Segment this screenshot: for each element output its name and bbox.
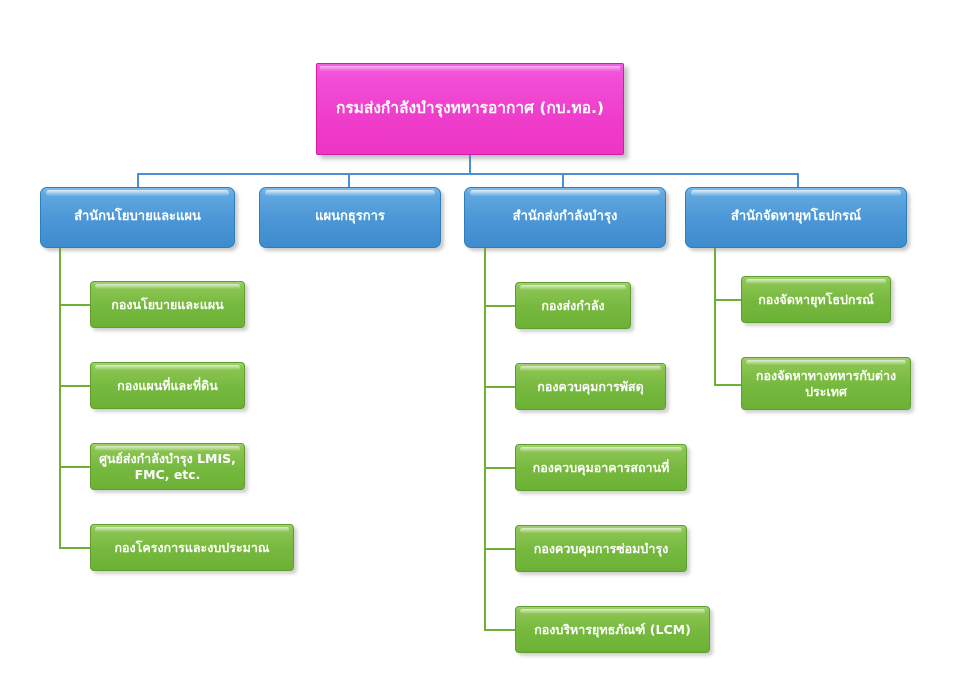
leaf-node-b1-c4[interactable]: กองโครงการและงบประมาณ [90, 524, 294, 571]
leaf-node-b3-c1-label: กองส่งกำลัง [541, 297, 605, 313]
leaf-node-b1-c1-label: กองนโยบายและแผน [111, 296, 224, 312]
connector-spine-branch-3 [484, 248, 486, 631]
leaf-node-b1-c2[interactable]: กองแผนที่และที่ดิน [90, 362, 245, 409]
leaf-node-b3-c3-label: กองควบคุมอาคารสถานที่ [532, 459, 670, 475]
branch-node-4-label: สำนักจัดหายุทโธปกรณ์ [730, 209, 862, 225]
root-node-label: กรมส่งกำลังบำรุงทหารอากาศ (กบ.ทอ.) [335, 99, 605, 118]
connector-stub-b3-c3 [484, 467, 515, 469]
leaf-node-b4-c1[interactable]: กองจัดหายุทโธปกรณ์ [741, 276, 891, 323]
connector-stub-b3-c5 [484, 629, 515, 631]
leaf-node-b4-c1-label: กองจัดหายุทโธปกรณ์ [758, 291, 874, 307]
leaf-node-b3-c4-label: กองควบคุมการซ่อมบำรุง [533, 540, 669, 556]
connector-stub-b4-c2 [714, 384, 741, 386]
leaf-node-b4-c2-label: กองจัดหาทางทหารกับต่างประเทศ [755, 367, 897, 399]
connector-stub-b4-c1 [714, 299, 741, 301]
branch-node-1[interactable]: สำนักนโยบายและแผน [40, 187, 235, 248]
leaf-node-b3-c3[interactable]: กองควบคุมอาคารสถานที่ [515, 444, 687, 491]
leaf-node-b3-c5[interactable]: กองบริหารยุทธภัณฑ์ (LCM) [515, 606, 710, 653]
connector-root-bus [137, 173, 799, 175]
leaf-node-b1-c1[interactable]: กองนโยบายและแผน [90, 281, 245, 328]
branch-node-2[interactable]: แผนกธุรการ [259, 187, 441, 248]
connector-stub-b3-c1 [484, 305, 515, 307]
connector-drop-branch-4 [797, 173, 799, 187]
connector-stub-b1-c3 [59, 466, 90, 468]
connector-drop-branch-3 [562, 173, 564, 187]
connector-spine-branch-4 [714, 248, 716, 385]
leaf-node-b3-c5-label: กองบริหารยุทธภัณฑ์ (LCM) [534, 621, 691, 637]
connector-spine-branch-1 [59, 248, 61, 549]
connector-stub-b3-c4 [484, 548, 515, 550]
connector-stub-b1-c1 [59, 304, 90, 306]
branch-node-3-label: สำนักส่งกำลังบำรุง [512, 209, 618, 225]
leaf-node-b3-c1[interactable]: กองส่งกำลัง [515, 282, 631, 329]
branch-node-4[interactable]: สำนักจัดหายุทโธปกรณ์ [685, 187, 907, 248]
branch-node-1-label: สำนักนโยบายและแผน [74, 209, 201, 225]
leaf-node-b1-c3-label: ศูนย์ส่งกำลังบำรุง LMIS, FMC, etc. [99, 450, 236, 482]
connector-drop-branch-2 [348, 173, 350, 187]
leaf-node-b3-c2[interactable]: กองควบคุมการพัสดุ [515, 363, 666, 410]
leaf-node-b1-c3[interactable]: ศูนย์ส่งกำลังบำรุง LMIS, FMC, etc. [90, 443, 245, 490]
root-node[interactable]: กรมส่งกำลังบำรุงทหารอากาศ (กบ.ทอ.) [316, 63, 624, 155]
leaf-node-b1-c4-label: กองโครงการและงบประมาณ [114, 539, 270, 555]
branch-node-2-label: แผนกธุรการ [315, 209, 385, 225]
connector-drop-branch-1 [137, 173, 139, 187]
connector-stub-b1-c2 [59, 385, 90, 387]
branch-node-3[interactable]: สำนักส่งกำลังบำรุง [464, 187, 666, 248]
leaf-node-b3-c4[interactable]: กองควบคุมการซ่อมบำรุง [515, 525, 687, 572]
leaf-node-b1-c2-label: กองแผนที่และที่ดิน [117, 377, 218, 393]
connector-stub-b3-c2 [484, 386, 515, 388]
leaf-node-b4-c2[interactable]: กองจัดหาทางทหารกับต่างประเทศ [741, 357, 911, 410]
leaf-node-b3-c2-label: กองควบคุมการพัสดุ [537, 378, 644, 394]
connector-root-stem [469, 155, 471, 174]
connector-stub-b1-c4 [59, 547, 90, 549]
